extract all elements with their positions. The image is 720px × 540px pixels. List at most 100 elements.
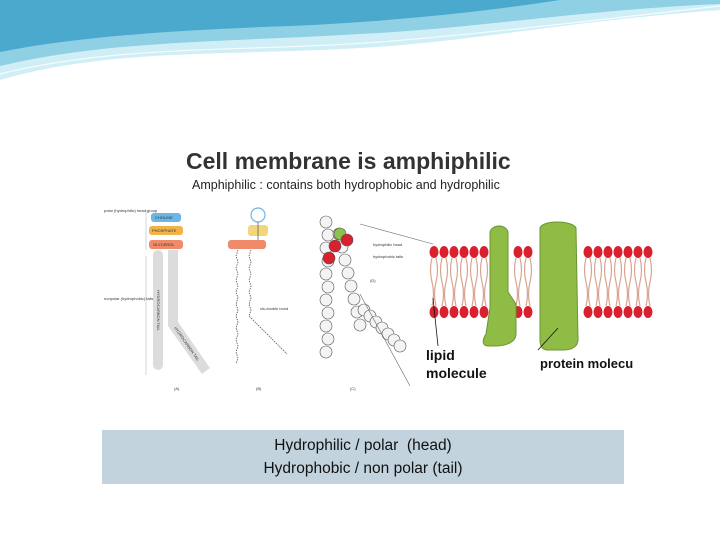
- lipid-tail: [623, 257, 629, 307]
- lipid-head: [469, 306, 479, 318]
- atom: [321, 306, 335, 320]
- label-nonpolar-tails: nonpolar (hydrophobic) tails: [104, 296, 153, 301]
- lipid-head: [613, 306, 623, 318]
- panel-c: hydrophilic head hydrophobic tails (D) (…: [319, 215, 434, 391]
- lipid-tail: [633, 257, 639, 307]
- atom: [353, 318, 367, 332]
- atom: [321, 280, 335, 294]
- lipid-tail: [523, 257, 529, 307]
- choline-label: CHOLINE: [155, 215, 173, 220]
- lipid-head: [633, 306, 643, 318]
- atom: [319, 215, 333, 229]
- tail-label-1: HYDROCARBON TAIL: [156, 290, 161, 332]
- slide-header-waves: [0, 0, 720, 80]
- label-lipid-line1: lipid: [426, 347, 455, 363]
- phosphate-label: PHOSPHATE: [152, 228, 177, 233]
- chain-2: [248, 249, 288, 355]
- lipid-head: [643, 306, 653, 318]
- atom: [319, 267, 333, 281]
- lipid-head: [469, 246, 479, 258]
- caption-hydrophobic: Hydrophobic / non polar (tail): [263, 460, 463, 477]
- lipid-tail: [459, 257, 465, 307]
- lipid-pointer: [432, 297, 439, 347]
- lipid-head: [613, 246, 623, 258]
- lipid-head: [479, 246, 489, 258]
- lipid-head: [459, 306, 469, 318]
- lipid-tail: [473, 257, 479, 307]
- lipid-head: [523, 246, 533, 258]
- protein-pointer: [537, 327, 559, 351]
- figure-title: Cell membrane is amphiphilic: [186, 148, 511, 174]
- lipid-tail: [637, 257, 643, 307]
- caption-c: (C): [350, 386, 356, 391]
- lipid-layer: [429, 246, 653, 318]
- label-d: (D): [370, 278, 376, 283]
- glycerol-group: [228, 240, 266, 249]
- lipid-head: [603, 246, 613, 258]
- caption-hydrophilic: Hydrophilic / polar (head): [274, 437, 452, 454]
- lipid-tail: [587, 257, 593, 307]
- lipid-head: [459, 246, 469, 258]
- lipid-tail: [513, 257, 519, 307]
- lipid-tail: [607, 257, 613, 307]
- membrane-bilayer: lipid molecule protein molecu: [426, 221, 653, 381]
- header-wave-highlight: [0, 5, 720, 75]
- atom: [322, 251, 336, 265]
- lipid-tail: [617, 257, 623, 307]
- lipid-tail: [597, 257, 603, 307]
- protein-1: [482, 225, 517, 347]
- lipid-head: [603, 306, 613, 318]
- atom: [328, 239, 342, 253]
- lipid-head: [449, 306, 459, 318]
- zoom-line-bottom: [359, 293, 411, 387]
- atom: [319, 293, 333, 307]
- caption-b: (B): [256, 386, 262, 391]
- lipid-head: [593, 306, 603, 318]
- lipid-tail: [527, 257, 533, 307]
- lipid-tail: [603, 257, 609, 307]
- lipid-tail: [463, 257, 469, 307]
- lipid-head: [583, 306, 593, 318]
- label-hydrophobic-tails: hydrophobic tails: [373, 254, 403, 259]
- tail-label-2: HYDROCARBON TAIL: [173, 326, 201, 363]
- lipid-tail: [479, 257, 485, 307]
- glycerol-label: GLYCEROL: [153, 242, 175, 247]
- lipid-head: [429, 246, 439, 258]
- atom: [338, 253, 352, 267]
- lipid-head: [439, 306, 449, 318]
- chain-1: [235, 249, 239, 365]
- atom: [393, 339, 407, 353]
- lipid-head: [643, 246, 653, 258]
- tail-2: [168, 250, 210, 374]
- atom: [340, 233, 354, 247]
- lipid-head: [513, 246, 523, 258]
- lipid-tail: [627, 257, 633, 307]
- caption-box: Hydrophilic / polar (head) Hydrophobic /…: [102, 430, 624, 484]
- lipid-head: [633, 246, 643, 258]
- lipid-head: [623, 246, 633, 258]
- label-lipid-line2: molecule: [426, 365, 487, 381]
- lipid-tail: [643, 257, 649, 307]
- tail-1: [153, 250, 163, 370]
- label-protein: protein molecu: [540, 356, 633, 371]
- diagram: polar (hydrophilic) head group nonpolar …: [104, 207, 653, 391]
- atom: [321, 332, 335, 346]
- atom: [341, 266, 355, 280]
- lipid-tail: [613, 257, 619, 307]
- lipid-tail: [483, 257, 489, 307]
- lipid-head: [523, 306, 533, 318]
- figure-subtitle: Amphiphilic : contains both hydrophobic …: [192, 178, 500, 192]
- lipid-tail: [439, 257, 445, 307]
- choline-group: [250, 207, 266, 223]
- atom: [347, 292, 361, 306]
- lipid-head: [439, 246, 449, 258]
- lipid-tail: [449, 257, 455, 307]
- protein-2: [539, 221, 579, 351]
- space-filling-model: [319, 215, 407, 359]
- glycerol-box: [149, 240, 183, 249]
- lipid-tail: [593, 257, 599, 307]
- lipid-head: [623, 306, 633, 318]
- atom: [319, 319, 333, 333]
- lipid-tail: [583, 257, 589, 307]
- lipid-head: [479, 306, 489, 318]
